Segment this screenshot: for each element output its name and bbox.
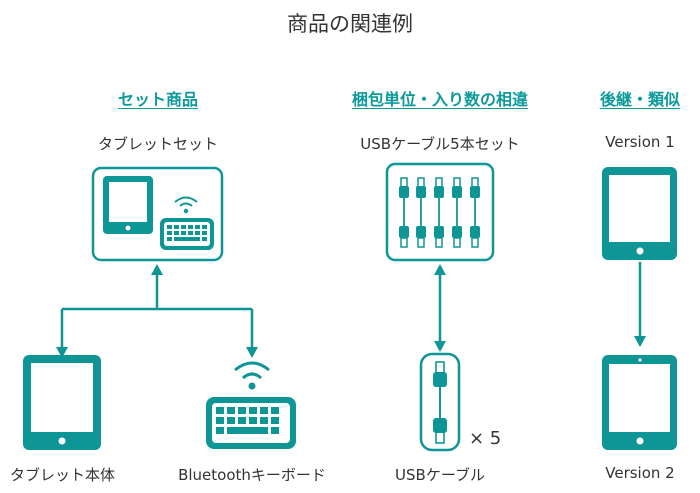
label-version-2: Version 2	[605, 464, 675, 482]
heading-set-products: セット商品	[117, 90, 198, 109]
set-connector	[60, 272, 254, 348]
tablet-set-box	[91, 166, 224, 262]
heading-successor-similar: 後継・類似	[599, 90, 680, 109]
set-arrowheads	[56, 264, 258, 358]
label-tablet-set: タブレットセット	[97, 135, 218, 153]
label-usb-cable: USBケーブル	[395, 466, 485, 484]
heading-packaging-units: 梱包単位・入り数の相違	[351, 90, 528, 109]
label-usb-cable-5-set: USBケーブル5本セット	[360, 135, 520, 153]
version-connector	[634, 262, 646, 347]
label-bluetooth-keyboard: Bluetoothキーボード	[178, 466, 326, 484]
tablet-icon	[602, 355, 677, 450]
label-version-1: Version 1	[605, 133, 675, 151]
tablet-icon	[103, 176, 153, 234]
label-tablet-body: タブレット本体	[9, 466, 115, 484]
quantity-times-five: × 5	[469, 428, 502, 449]
usb-cable-icon	[419, 352, 461, 452]
wireless-keyboard-icon	[206, 361, 296, 449]
wireless-keyboard-icon	[160, 196, 214, 250]
tablet-icon	[23, 355, 101, 450]
usb-bundle-box	[385, 162, 495, 262]
page-title: 商品の関連例	[287, 12, 413, 36]
tablet-icon	[602, 167, 677, 260]
bundle-connector	[434, 264, 446, 352]
